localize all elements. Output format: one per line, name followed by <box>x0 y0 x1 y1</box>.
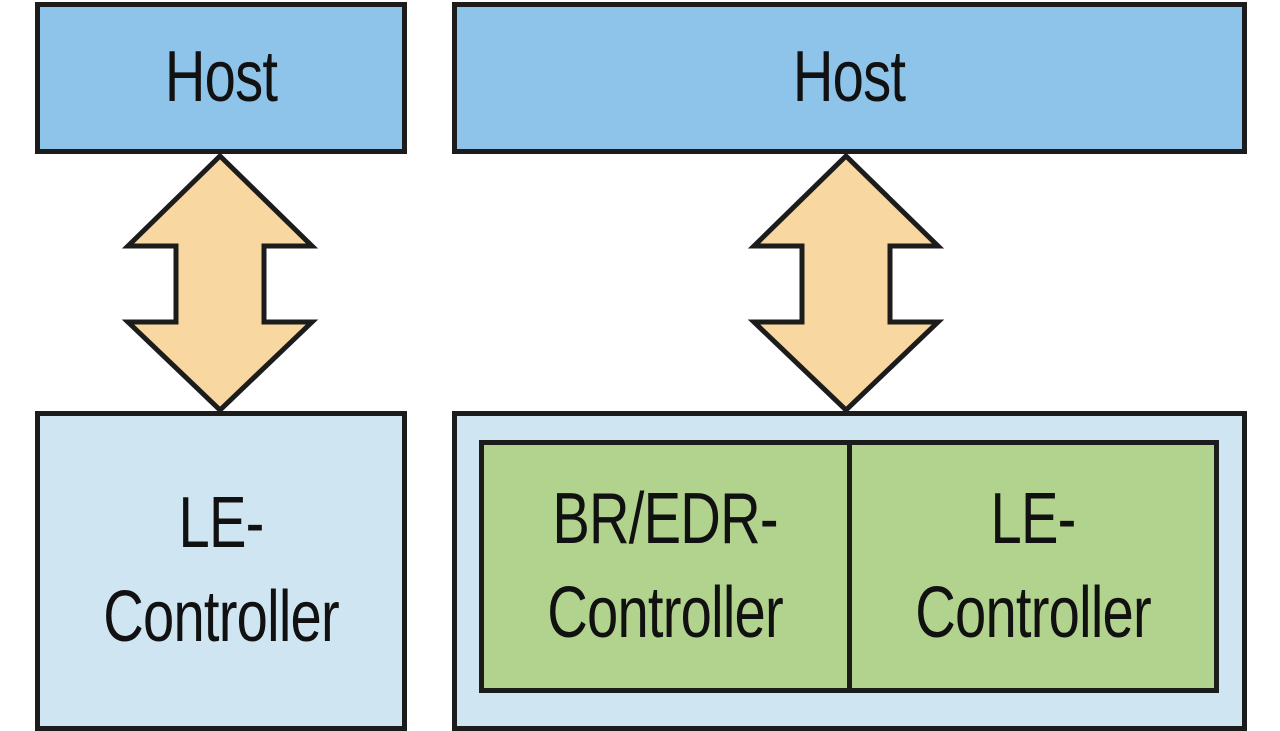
le-controller-box-left: LE- Controller <box>35 411 407 731</box>
double-arrow-icon-left <box>122 154 319 414</box>
le-controller-line2-right: Controller <box>914 572 1151 653</box>
le-controller-cell-right: LE- Controller <box>846 445 1215 688</box>
br-edr-controller-cell: BR/EDR- Controller <box>484 445 847 688</box>
br-edr-controller-line2: Controller <box>547 572 784 653</box>
le-controller-line2-left: Controller <box>103 577 339 657</box>
host-label-right: Host <box>793 37 906 118</box>
le-controller-line1-left: LE- <box>178 483 264 564</box>
dual-mode-controller-inner: BR/EDR- Controller LE- Controller <box>479 440 1219 693</box>
host-label-left: Host <box>164 37 278 118</box>
double-arrow-icon-right <box>748 154 945 414</box>
br-edr-controller-label: BR/EDR- Controller <box>547 473 783 660</box>
br-edr-controller-line1: BR/EDR- <box>552 478 779 559</box>
le-controller-line1-right: LE- <box>990 478 1076 559</box>
host-box-left: Host <box>35 2 407 154</box>
le-controller-label-left: LE- Controller <box>103 477 339 664</box>
host-box-right: Host <box>452 2 1247 154</box>
le-controller-label-right: LE- Controller <box>915 473 1151 660</box>
